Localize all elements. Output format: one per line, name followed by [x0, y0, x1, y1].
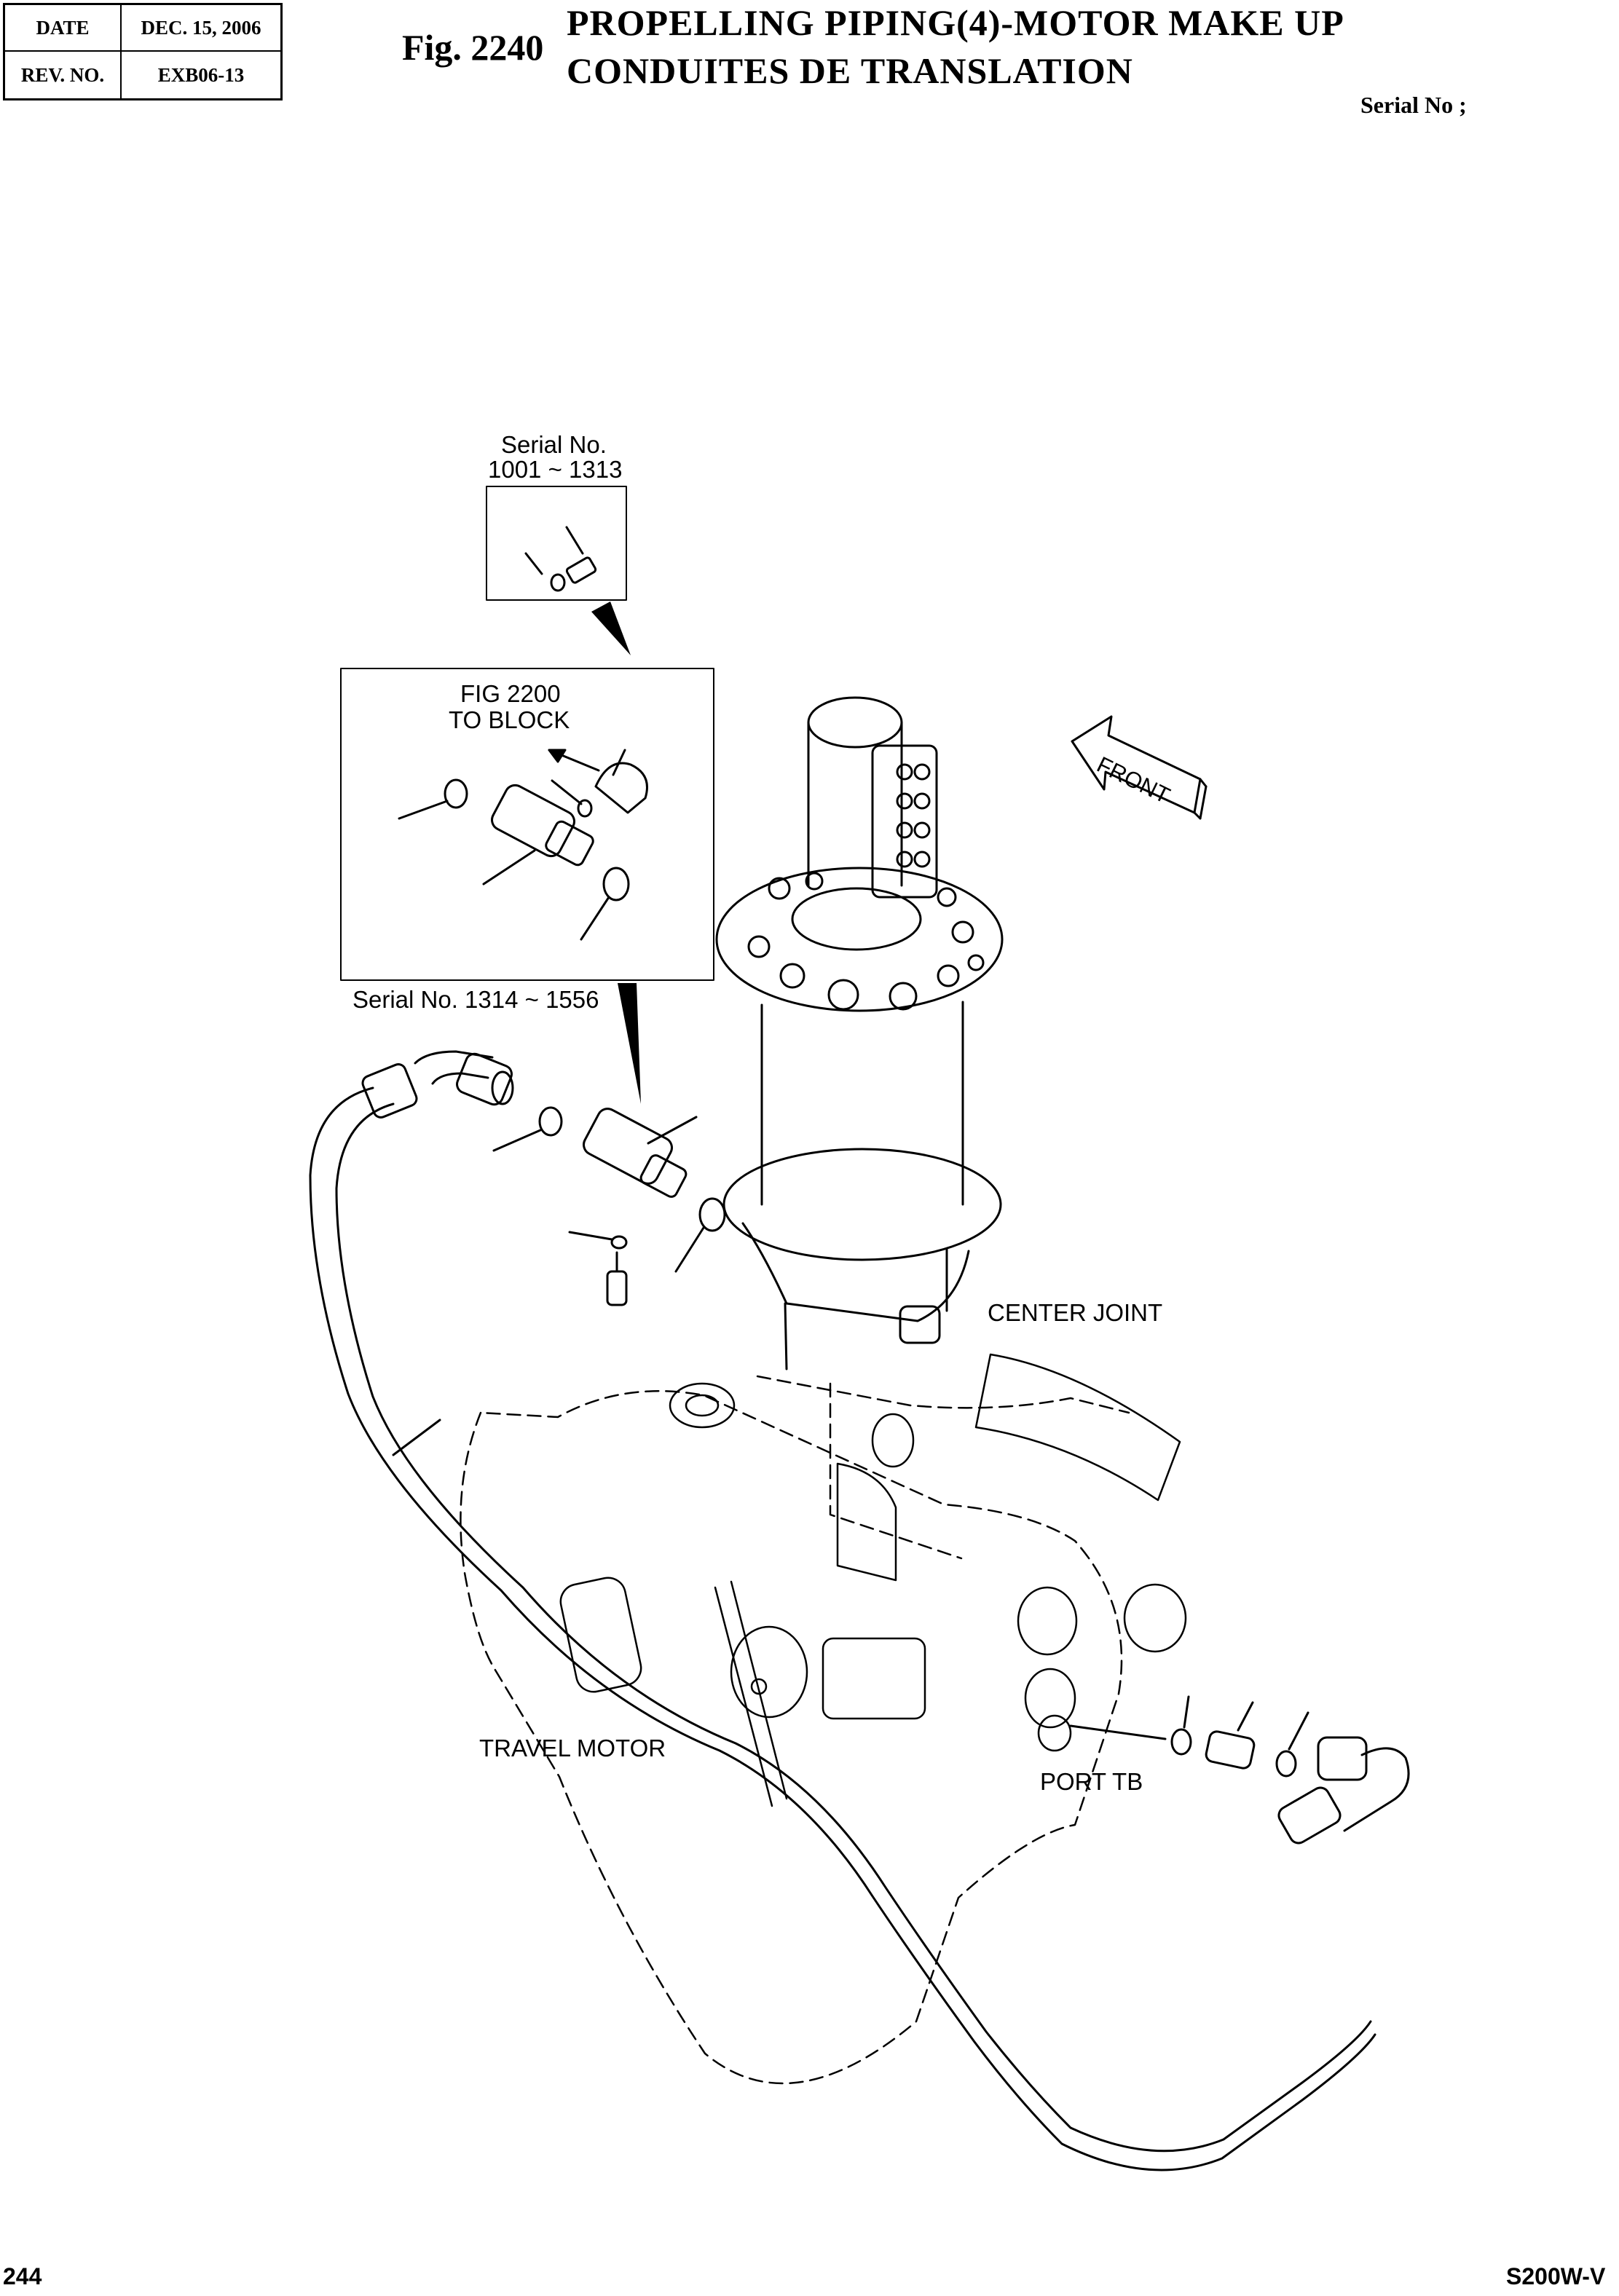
inset-mid-ref-line1: FIG 2200	[460, 680, 561, 707]
travel-motor-drawing	[460, 1375, 1130, 2085]
title-english: PROPELLING PIPING(4)-MOTOR MAKE UP	[567, 2, 1344, 43]
revision-table: DATE DEC. 15, 2006 REV. NO. EXB06-13	[3, 3, 283, 100]
inset-mid-serial: Serial No. 1314 ~ 1556	[352, 986, 599, 1013]
hose-drawing	[309, 1050, 1410, 2171]
date-label: DATE	[5, 5, 122, 52]
center-joint-drawing	[715, 696, 1004, 1370]
rev-value: EXB06-13	[157, 63, 245, 86]
inset-top-serial-line2: 1001 ~ 1313	[488, 456, 623, 483]
model-number: S200W-V	[1506, 2263, 1606, 2289]
inset-middle-box	[340, 668, 714, 981]
pointer-arrow-middle	[618, 983, 641, 1104]
inset-top-box	[486, 486, 627, 601]
page-number: 244	[3, 2263, 42, 2289]
date-value: DEC. 15, 2006	[122, 5, 280, 52]
front-arrow	[1071, 715, 1208, 820]
port-label: PORT TB	[1040, 1768, 1143, 1795]
center-joint-label: CENTER JOINT	[988, 1299, 1163, 1326]
fitting-parts-upper	[392, 1106, 726, 1456]
inset-mid-ref-line2: TO BLOCK	[449, 706, 570, 733]
travel-motor-detail	[559, 1353, 1187, 1807]
title-french: CONDUITES DE TRANSLATION	[567, 50, 1133, 91]
figure-number: Fig. 2240	[402, 27, 544, 68]
rev-label: REV. NO.	[5, 52, 122, 98]
travel-motor-label: TRAVEL MOTOR	[479, 1735, 666, 1762]
pointer-arrow-top	[591, 601, 631, 655]
inset-top-serial-line1: Serial No.	[501, 431, 607, 458]
fitting-parts-lower	[1069, 1695, 1309, 1778]
serial-label: Serial No ;	[1360, 92, 1467, 118]
